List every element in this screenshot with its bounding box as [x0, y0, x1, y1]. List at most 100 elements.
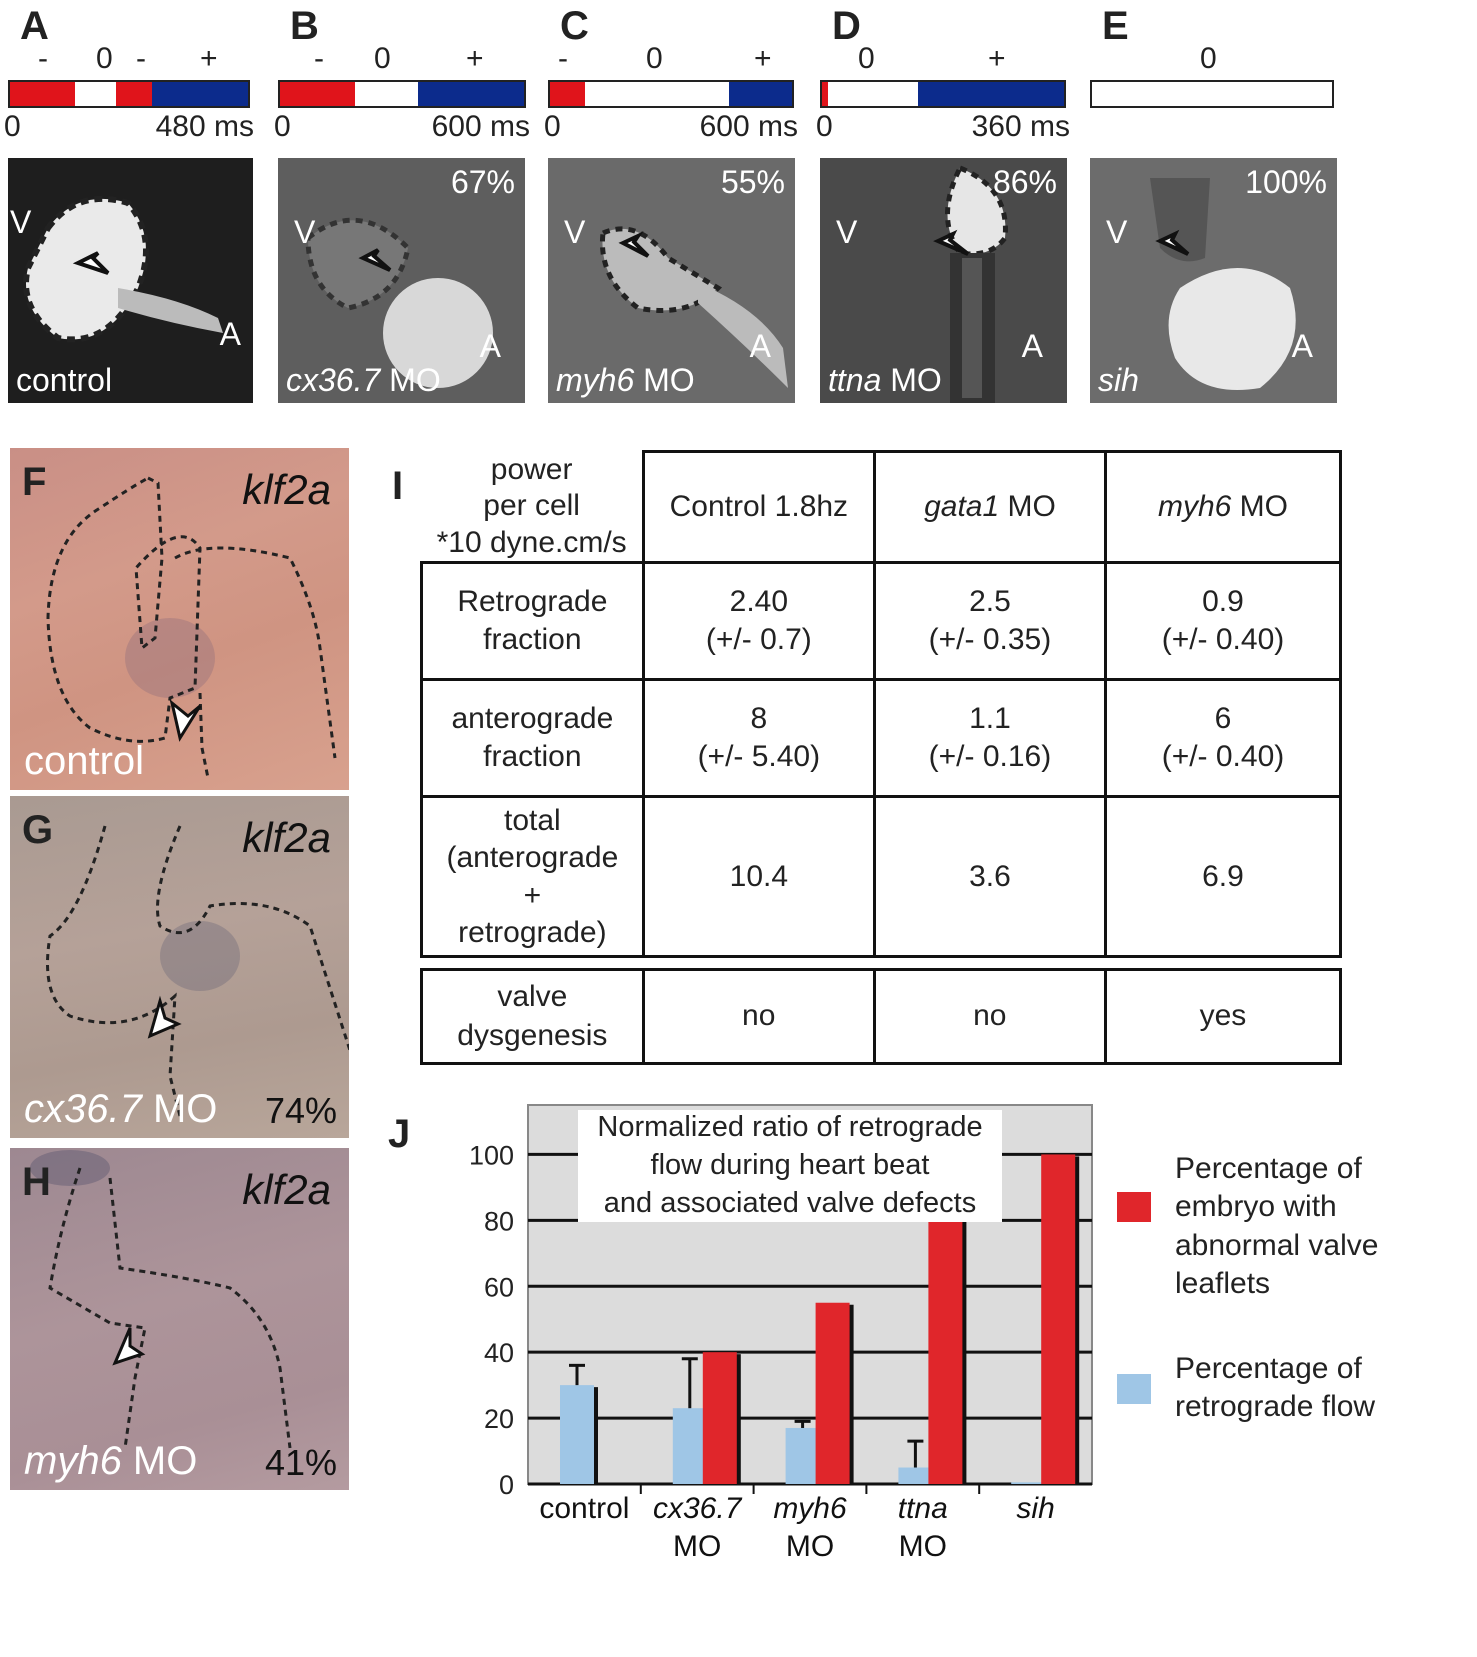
flow-timebar	[278, 80, 526, 108]
chart-title: flow during heart beat	[651, 1149, 930, 1181]
heart-image-c: 55% V A myh6 MO	[548, 158, 795, 403]
flow-timebar	[8, 80, 250, 108]
x-category-label: myh6	[773, 1492, 847, 1525]
heart-image-b: 67% V A cx36.7 MO	[278, 158, 525, 403]
x-category-label: sih	[1016, 1492, 1054, 1525]
ish-panel-f: F klf2a control	[10, 448, 349, 790]
bar-shadow	[902, 1469, 937, 1484]
table-cell: 2.5(+/- 0.35)	[872, 561, 1107, 682]
chart-title: and associated valve defects	[604, 1187, 976, 1219]
ventricle-label: V	[294, 214, 316, 250]
gene-label-g: klf2a	[242, 814, 331, 861]
condition-label: ttna MO	[828, 362, 942, 398]
time-axis-start: 0	[4, 110, 21, 143]
time-axis-end: 600 ms	[699, 110, 798, 143]
atrium-label: A	[749, 328, 771, 364]
table-cell: 3.6	[872, 795, 1107, 959]
bar-shadow	[564, 1387, 598, 1484]
chart-title: Normalized ratio of retrograde	[597, 1111, 982, 1143]
y-tick-label: 100	[469, 1140, 514, 1170]
legend-swatch	[1117, 1192, 1151, 1222]
flow-sign: 0	[374, 42, 391, 75]
arrowhead-icon	[169, 699, 202, 742]
bar	[1011, 1482, 1046, 1484]
panel-letter-d: D	[832, 4, 861, 48]
legend-swatch	[1117, 1374, 1151, 1404]
table-cell: 0.9(+/- 0.40)	[1103, 561, 1343, 682]
heart-image-a: V A control	[8, 158, 253, 403]
flow-sign: -	[314, 42, 324, 75]
panel-letter-c: C	[560, 4, 589, 48]
bar-shadow	[789, 1429, 824, 1484]
x-category-label: ttna	[898, 1492, 948, 1525]
time-axis-end: 480 ms	[155, 110, 254, 143]
bar	[672, 1408, 707, 1484]
table-cell: 1.1(+/- 0.16)	[872, 678, 1107, 799]
bar	[815, 1302, 850, 1484]
heart-image-e: 100% V A sih	[1090, 158, 1337, 403]
condition-label-h: myh6 MO	[24, 1439, 198, 1483]
percent-label: 67%	[450, 164, 515, 200]
heart-image-d: 86% V A ttna MO	[820, 158, 1067, 403]
x-category-label-line2: MO	[673, 1530, 721, 1563]
percent-label-g: 74%	[264, 1090, 337, 1131]
flow-sign: 0	[646, 42, 663, 75]
panel-letter-i: I	[392, 464, 404, 508]
gene-label-f: klf2a	[242, 466, 331, 513]
y-tick-label: 40	[484, 1338, 514, 1368]
time-axis-end: 600 ms	[431, 110, 530, 143]
flow-timebar	[1090, 80, 1334, 108]
flow-timebar	[548, 80, 794, 108]
time-axis-start: 0	[544, 110, 561, 143]
y-tick-label: 80	[484, 1206, 514, 1236]
heart-outline	[46, 476, 337, 779]
flow-sign: +	[754, 42, 772, 75]
condition-label: cx36.7 MO	[286, 362, 441, 398]
bar-shadow	[819, 1304, 854, 1484]
table-cell: yes	[1103, 968, 1343, 1065]
arrowhead-icon	[112, 1327, 146, 1366]
plot-area	[527, 1104, 1093, 1485]
table-cell: 2.40(+/- 0.7)	[641, 561, 876, 682]
flow-sign: +	[200, 42, 218, 75]
gene-label-h: klf2a	[242, 1166, 331, 1213]
flow-timebar	[820, 80, 1066, 108]
table-cell: 6(+/- 0.40)	[1103, 678, 1343, 799]
y-tick-label: 0	[499, 1470, 514, 1500]
bar	[928, 1203, 963, 1484]
percent-label: 100%	[1245, 164, 1327, 200]
flow-sign: 0	[1200, 42, 1217, 75]
col-header-control: Control 1.8hz	[641, 449, 876, 565]
ventricle-label: V	[1106, 214, 1128, 250]
condition-label: sih	[1098, 362, 1139, 398]
x-category-label: control	[539, 1492, 629, 1525]
arrowhead-icon	[933, 229, 970, 256]
atrium-label: A	[1291, 328, 1313, 364]
ish-panel-g: G klf2a cx36.7 MO 74%	[10, 796, 349, 1138]
time-axis-start: 0	[816, 110, 833, 143]
panel-letter-h: H	[22, 1160, 51, 1204]
flow-sign: -	[136, 42, 146, 75]
table-cell: 10.4	[641, 795, 876, 959]
condition-label: control	[16, 362, 113, 398]
bar	[785, 1427, 820, 1484]
panel-letter-f: F	[22, 460, 47, 504]
chart-title-box	[578, 1110, 1002, 1222]
bar	[1041, 1154, 1076, 1484]
percent-label: 55%	[720, 164, 785, 200]
atrium-label: A	[219, 316, 241, 352]
condition-label: myh6 MO	[556, 362, 695, 398]
panel-letter-j: J	[388, 1112, 411, 1156]
arrowhead-icon	[358, 248, 392, 272]
time-axis-start: 0	[274, 110, 291, 143]
panel-letter-a: A	[20, 4, 49, 48]
table-cell: no	[872, 968, 1107, 1065]
y-tick-label: 20	[484, 1404, 514, 1434]
